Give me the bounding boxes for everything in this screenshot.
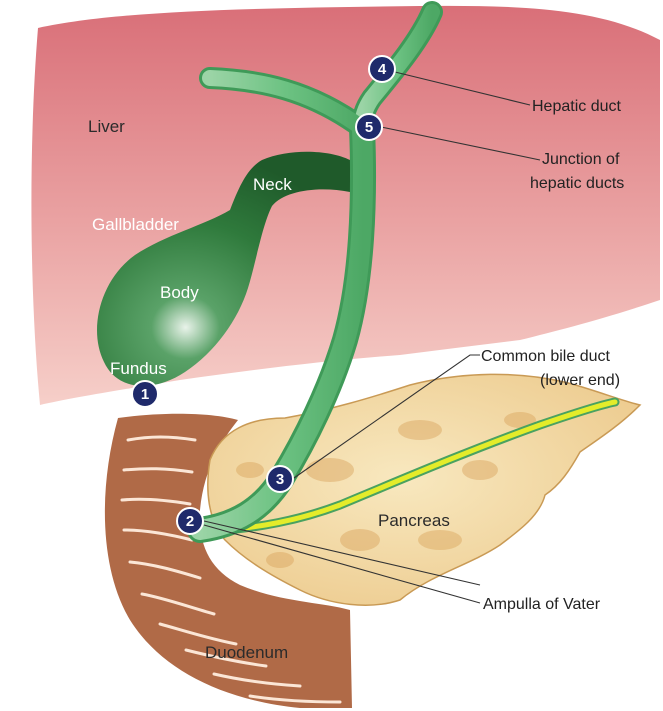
- liver-label: Liver: [88, 117, 125, 136]
- callout-junction-line2: hepatic ducts: [530, 175, 624, 192]
- svg-text:3: 3: [276, 471, 284, 488]
- marker-3: 3: [267, 466, 293, 492]
- svg-text:1: 1: [141, 386, 149, 403]
- pancreas-label: Pancreas: [378, 511, 450, 530]
- callout-hepatic-duct: Hepatic duct: [532, 98, 621, 115]
- callout-junction-line1: Junction of: [542, 151, 620, 168]
- svg-text:4: 4: [378, 61, 387, 78]
- marker-2: 2: [177, 508, 203, 534]
- svg-text:5: 5: [365, 119, 373, 136]
- marker-4: 4: [369, 56, 395, 82]
- marker-5: 5: [356, 114, 382, 140]
- gallbladder-label: Gallbladder: [92, 215, 179, 234]
- callout-cbd-line2: (lower end): [540, 372, 620, 389]
- body-label: Body: [160, 283, 199, 302]
- callout-ampulla: Ampulla of Vater: [483, 596, 601, 613]
- neck-label: Neck: [253, 175, 292, 194]
- duodenum-label: Duodenum: [205, 643, 288, 662]
- callout-cbd-line1: Common bile duct: [481, 348, 611, 365]
- marker-1: 1: [132, 381, 158, 407]
- svg-text:2: 2: [186, 513, 194, 530]
- fundus-label: Fundus: [110, 359, 167, 378]
